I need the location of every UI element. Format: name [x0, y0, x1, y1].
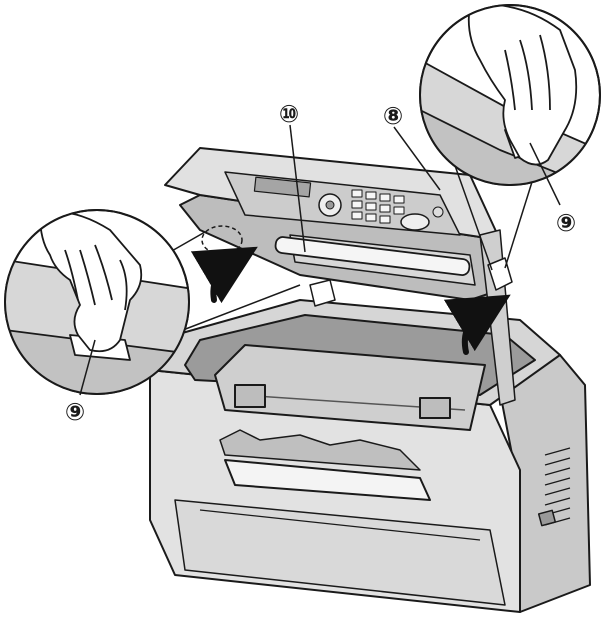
roller: [274, 236, 471, 276]
latch-highlight-circle: [201, 225, 243, 255]
printer-body: [149, 299, 591, 613]
callout-lever-right: ⑨: [556, 209, 576, 237]
callout-leaders: [79, 124, 561, 396]
start-button: [400, 213, 430, 231]
callout-lever-left: ⑨: [65, 398, 85, 426]
left-cover-latch: [309, 279, 336, 307]
paper-cassette: [174, 499, 506, 606]
top-cover: [164, 147, 516, 406]
keypad: [351, 189, 405, 224]
callout-top-cover-release: ⑩: [279, 100, 299, 128]
hand-icon: [467, 5, 578, 166]
toner-cartridge: [214, 344, 486, 431]
left-detail-inset: [4, 209, 301, 395]
curved-arrow-icon: [190, 246, 511, 355]
callout-cover: ⑧: [383, 102, 403, 130]
hand-icon: [39, 211, 143, 353]
power-socket: [537, 509, 557, 527]
paper-output-tray: [224, 459, 431, 501]
